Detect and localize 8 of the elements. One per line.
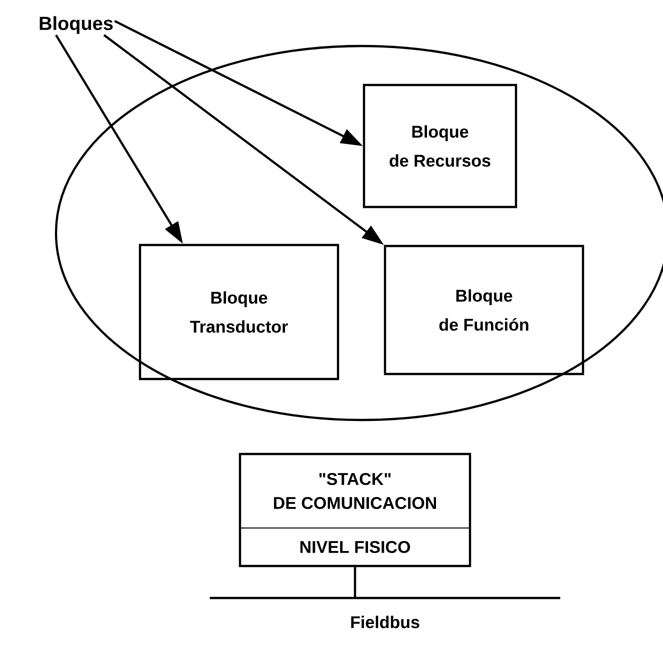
block-box: Bloque de Recursos <box>362 84 518 208</box>
stack-box: "STACK" DE COMUNICACION NIVEL FISICO <box>238 452 472 568</box>
block-box: Bloque Transductor <box>138 244 340 380</box>
ellipse-outline <box>54 44 663 422</box>
block-box: Bloque de Función <box>384 244 584 376</box>
bus-label: Fieldbus <box>351 616 420 628</box>
bus-line <box>210 596 560 600</box>
heading-label: Bloques <box>40 16 113 34</box>
